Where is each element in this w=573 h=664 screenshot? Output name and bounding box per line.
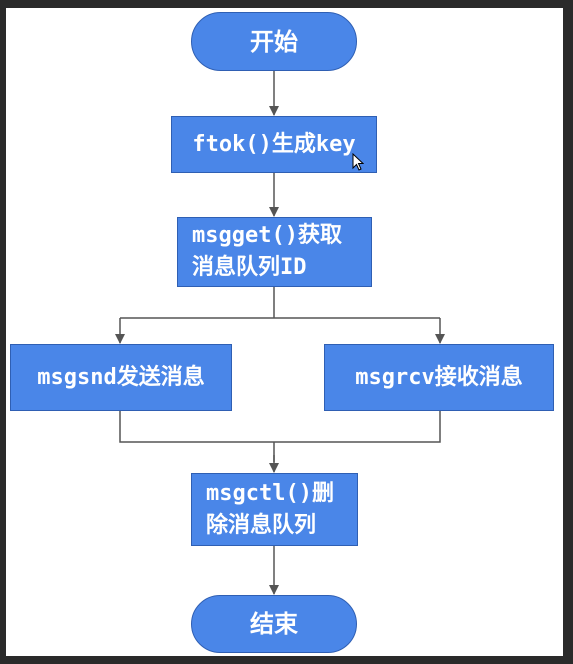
msgrcv-node: msgrcv接收消息 <box>324 344 554 411</box>
ftok-node: ftok()生成key <box>171 116 377 173</box>
merge-connector <box>119 411 441 462</box>
msgget-node: msgget()获取 消息队列ID <box>177 217 372 287</box>
start-node: 开始 <box>191 12 357 71</box>
msgsnd-node: msgsnd发送消息 <box>10 344 232 411</box>
end-node: 结束 <box>191 595 357 653</box>
msgctl-node: msgctl()删 除消息队列 <box>191 473 358 546</box>
split-connector <box>120 287 440 319</box>
mouse-cursor-icon <box>352 153 364 171</box>
